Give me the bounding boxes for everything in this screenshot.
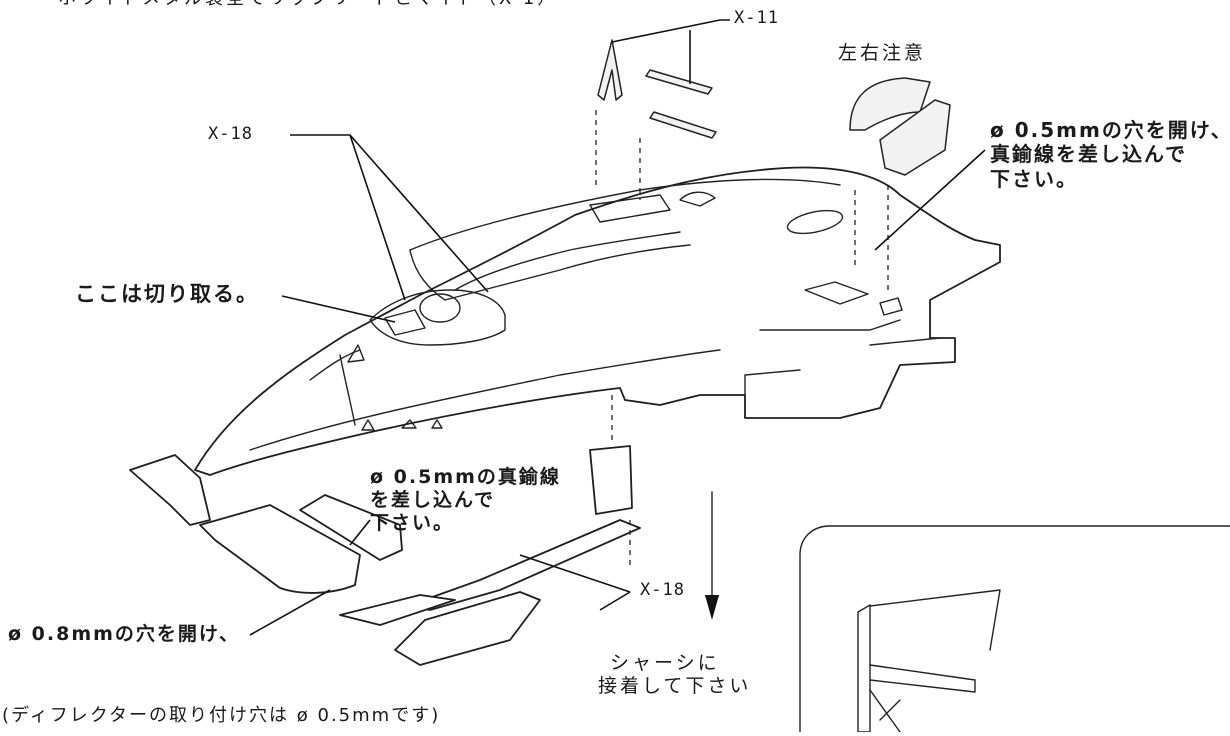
label-left-right-caution: 左右注意	[838, 42, 927, 64]
sidepod-slot-left	[804, 281, 869, 305]
down-arrow	[705, 491, 719, 620]
barge-board	[394, 591, 541, 666]
label-hole-0-5-line-3: 下さい。	[990, 166, 1078, 191]
label-x18-bottom: X-18	[640, 580, 685, 600]
sidepod-slot-right	[879, 297, 903, 316]
label-hole-0-5-line-2: 真鍮線を差し込んで	[990, 142, 1187, 167]
cockpit-cutout	[419, 293, 461, 323]
roll-hoop-parts	[595, 39, 717, 200]
inset-beam-upper	[869, 589, 1001, 651]
label-x11: X-11	[734, 8, 779, 28]
end-plate-right	[879, 99, 951, 176]
end-plate-left	[849, 77, 931, 131]
front-wing-left	[129, 454, 211, 526]
cockpit-inner	[384, 309, 426, 336]
engine-cover-side	[409, 244, 691, 301]
rod-upper	[645, 69, 713, 95]
rod-lower	[649, 111, 717, 139]
leader-hole-0-5	[874, 149, 986, 251]
leader-x11	[611, 19, 730, 43]
intake-hole	[589, 194, 671, 223]
front-wing-flap	[199, 504, 361, 594]
leader-x18-top-b	[349, 134, 489, 293]
main-body-cowl	[194, 166, 1001, 476]
label-chassis: シャーシに 接着して下さい	[598, 652, 751, 698]
label-cut-off: ここは切り取る。	[75, 282, 259, 306]
header-note: ホワイトメタル製全てリップリードとマイド（X-1）	[58, 0, 558, 8]
label-x18-top: X-18	[208, 124, 253, 144]
sidepod-step	[744, 319, 941, 396]
splitter-plate	[339, 594, 456, 626]
label-deflector-note: (ディフレクターの取り付け穴は ø 0.5mmです)	[2, 705, 441, 726]
inset-frame	[799, 525, 1230, 733]
leader-x18-bottom	[519, 554, 631, 593]
inset-plate-edge	[857, 604, 871, 733]
leader-brass-0-5	[349, 519, 371, 546]
body-tab-3	[431, 419, 443, 429]
label-brass-0-5: ø 0.5mmの真鍮線 を差し込んで 下さい。	[370, 466, 561, 536]
leader-lines	[249, 19, 986, 636]
inset-beam-lower	[869, 664, 976, 693]
inset-strut	[869, 689, 901, 733]
inset-border	[799, 525, 1230, 733]
roll-hoop	[597, 39, 623, 101]
label-hole-0-5: ø 0.5mmの穴を開け、 真鍮線を差し込んで 下さい。	[990, 118, 1230, 191]
lower-parts	[129, 395, 641, 666]
body-side-line	[249, 349, 721, 451]
label-hole-0-8: ø 0.8mmの穴を開け、	[8, 623, 240, 645]
mirror-mount	[347, 344, 365, 363]
spine-ridge	[454, 231, 681, 291]
label-brass-0-5-line-1: ø 0.5mmの真鍮線	[370, 466, 561, 488]
label-chassis-line-2: 接着して下さい	[598, 675, 752, 698]
nose-cone-seam	[309, 349, 361, 426]
label-brass-0-5-line-2: を差し込んで	[370, 489, 496, 512]
leader-cut-off	[281, 295, 396, 323]
sidepod-deflector	[589, 445, 633, 515]
label-hole-0-5-line-1: ø 0.5mmの穴を開け、	[990, 118, 1230, 142]
label-brass-0-5-line-3: 下さい。	[370, 512, 455, 535]
body-tab-2	[401, 419, 417, 429]
deflector-plate	[299, 494, 403, 561]
leader-hole-0-8	[249, 589, 331, 636]
leader-x18-top	[290, 134, 406, 301]
label-chassis-line-1: シャーシに	[610, 652, 720, 674]
cockpit-rim	[369, 289, 506, 346]
oval-vent	[786, 209, 844, 235]
intake-tab	[679, 191, 716, 207]
leader-x18-bottom-b	[599, 591, 631, 611]
body-outline	[194, 166, 1001, 476]
body-tab-1	[361, 419, 375, 431]
